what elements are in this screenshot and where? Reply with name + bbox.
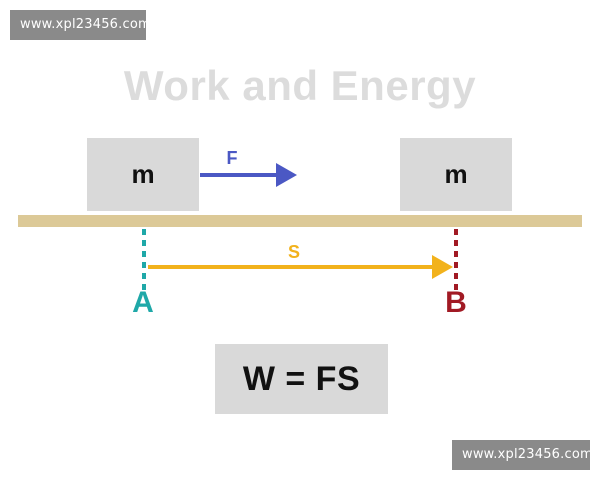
mass-block-start: m [87, 138, 199, 211]
mass-label-start: m [131, 159, 155, 189]
work-formula: W = FS [215, 344, 388, 414]
watermark-top: www.xpl23456.com [10, 10, 151, 40]
ground-surface [18, 215, 582, 227]
displacement-arrow-head [432, 255, 453, 279]
point-b-label: B [445, 286, 467, 319]
formula-text: W = FS [242, 359, 361, 398]
mass-label-end: m [444, 159, 468, 189]
mass-block-end: m [400, 138, 512, 211]
point-a-label: A [132, 286, 154, 319]
diagram-title: Work and Energy [123, 62, 477, 109]
displacement-label: S [287, 242, 300, 262]
force-label: F [226, 148, 238, 168]
watermark-bottom: www.xpl23456.com [452, 440, 593, 470]
force-arrow-head [276, 163, 297, 187]
